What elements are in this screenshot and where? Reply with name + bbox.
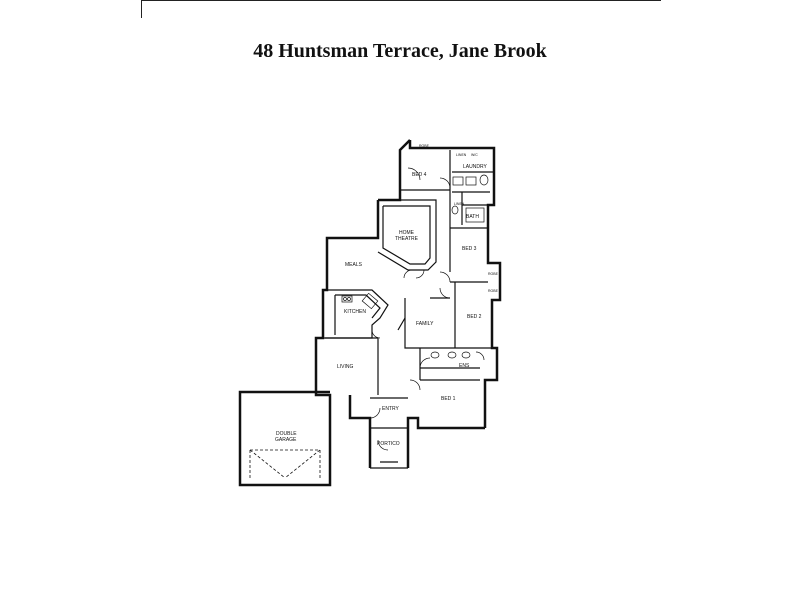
label-home-theatre-2: THEATRE	[395, 236, 419, 242]
label-bed3: BED 3	[462, 246, 477, 252]
label-robe-1: ROBE	[419, 144, 430, 148]
scan-left-edge	[141, 0, 142, 18]
label-portico: PORTICO	[377, 441, 400, 447]
interior-walls	[316, 150, 494, 469]
label-entry: ENTRY	[382, 406, 400, 412]
label-wc: W/C	[471, 153, 478, 157]
label-meals: MEALS	[345, 262, 363, 268]
label-ens: ENS	[459, 363, 470, 369]
label-living: LIVING	[337, 364, 354, 370]
label-home-theatre-1: HOME	[399, 230, 415, 236]
fixtures	[341, 174, 489, 359]
door-swings	[369, 167, 485, 451]
label-family: FAMILY	[416, 321, 434, 327]
label-linen-1: LINEN	[456, 153, 467, 157]
garage-door-lines	[249, 449, 321, 479]
label-kitchen: KITCHEN	[344, 309, 366, 315]
label-bed2: BED 2	[467, 314, 482, 320]
label-laundry: LAUNDRY	[463, 164, 487, 170]
label-double-garage-1: DOUBLE	[276, 431, 297, 437]
room-labels: BED 4 LAUNDRY ROBE LINEN LINEN W/C BATH …	[275, 144, 499, 447]
label-bed4: BED 4	[412, 172, 427, 178]
label-robe-2: ROBE	[488, 272, 499, 276]
page-title: 48 Huntsman Terrace, Jane Brook	[253, 40, 547, 62]
label-bath: BATH	[466, 214, 479, 220]
label-robe-3: ROBE	[488, 289, 499, 293]
scan-top-edge	[141, 0, 661, 1]
label-linen-2: LINEN	[454, 202, 465, 206]
label-double-garage-2: GARAGE	[275, 437, 297, 443]
label-bed1: BED 1	[441, 396, 456, 402]
